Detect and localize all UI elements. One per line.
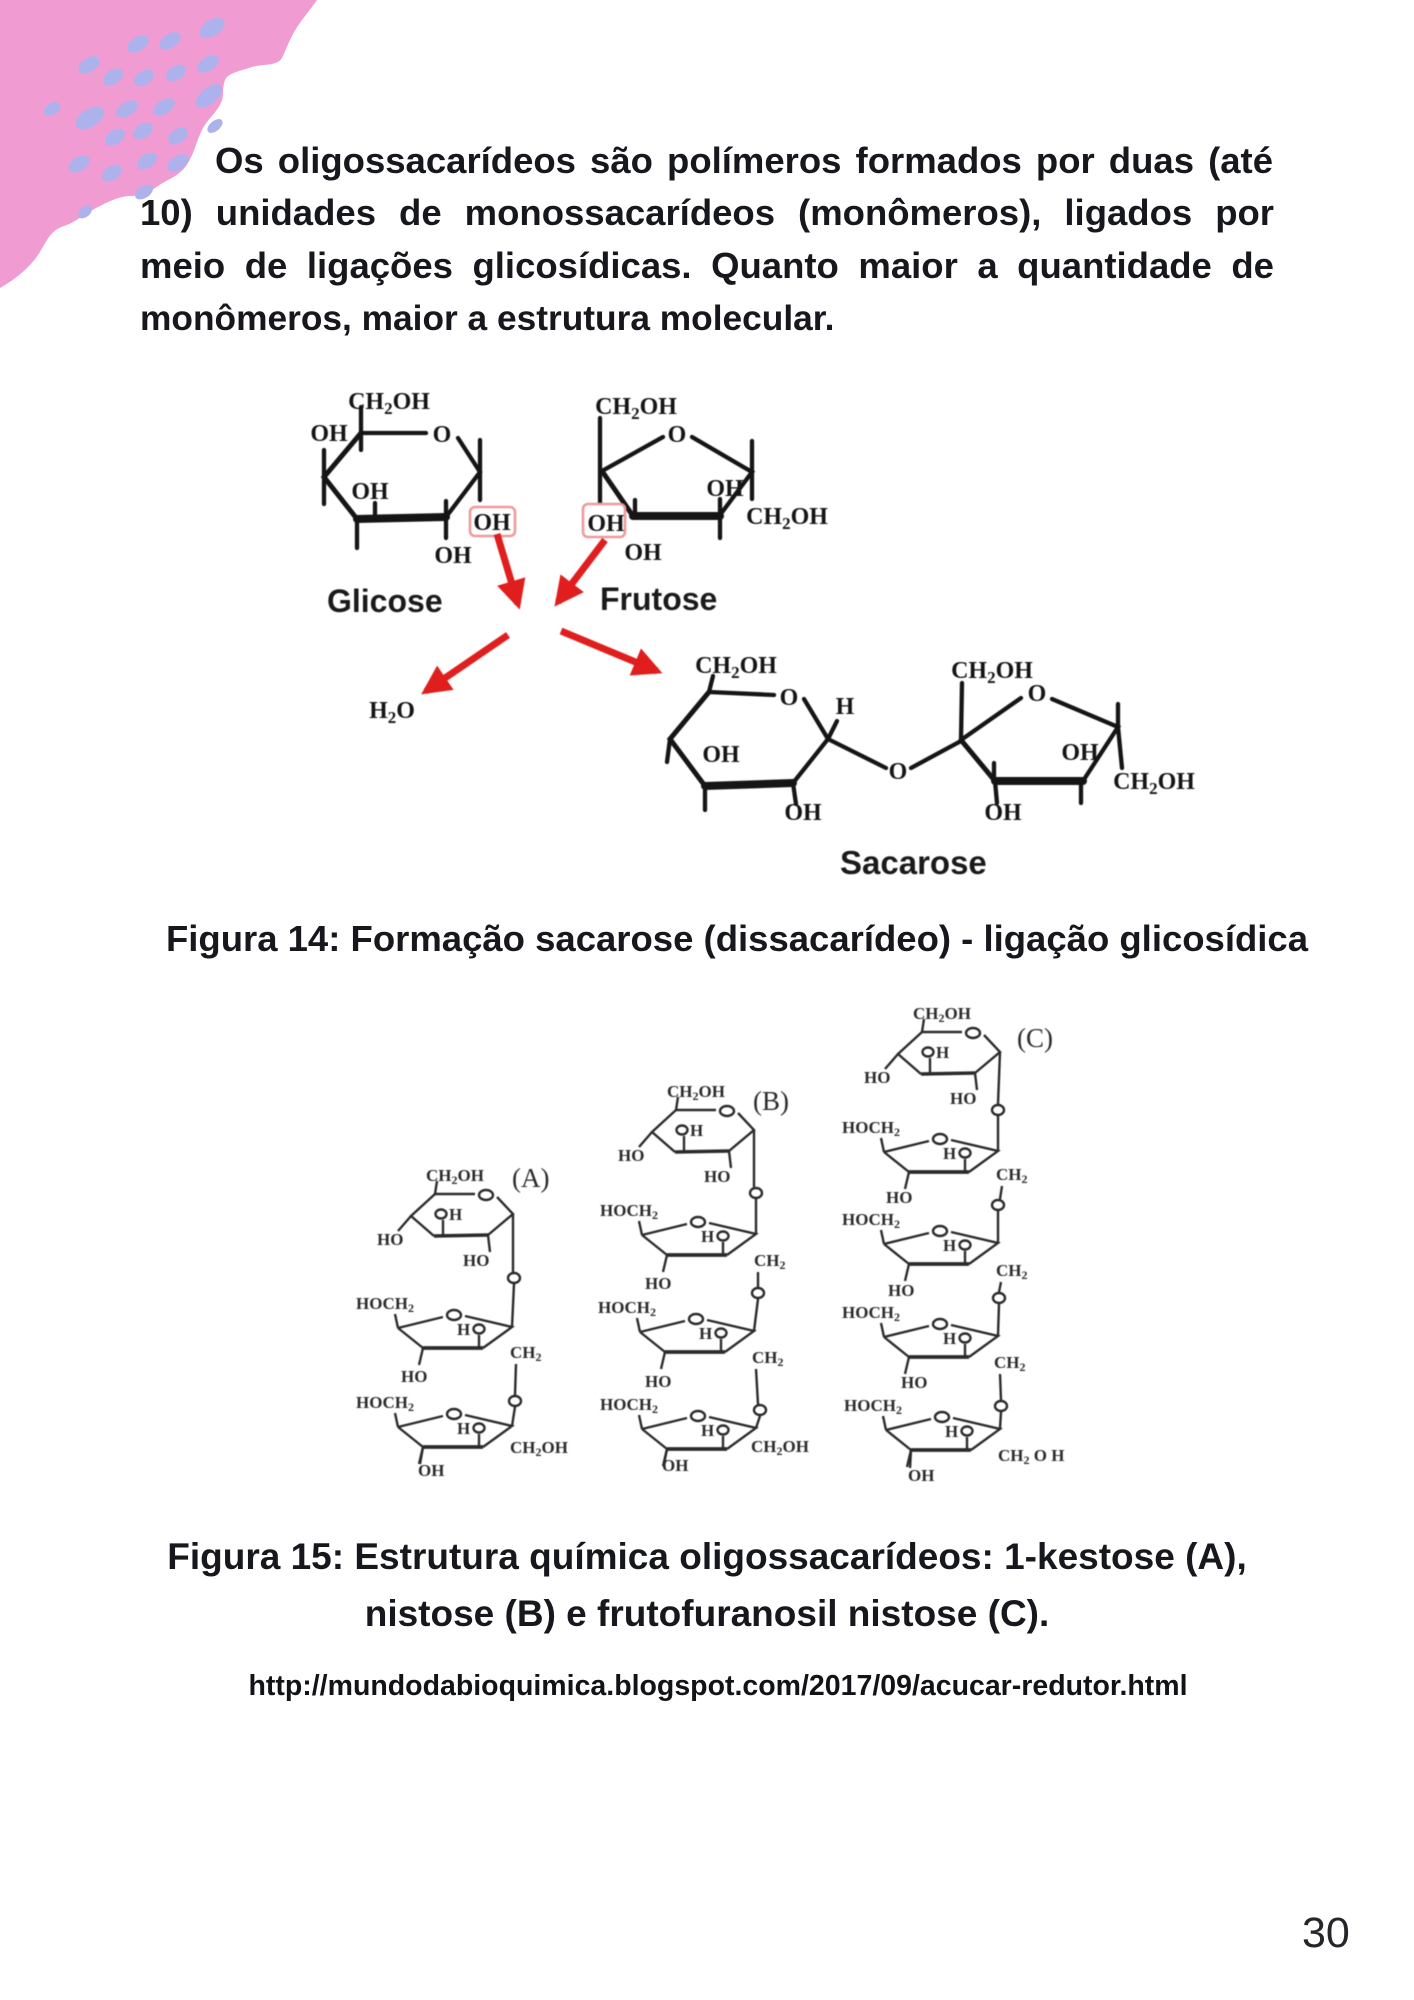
svg-text:CH2OH: CH2OH <box>695 653 777 682</box>
svg-text:(C): (C) <box>1017 1023 1053 1053</box>
svg-text:OH: OH <box>434 543 472 569</box>
svg-text:H2O: H2O <box>369 698 415 727</box>
svg-text:CH2OH: CH2OH <box>595 394 677 423</box>
svg-text:H: H <box>836 694 855 720</box>
svg-text:Frutose: Frutose <box>600 581 717 617</box>
svg-text:(B): (B) <box>753 1086 789 1116</box>
svg-text:OH: OH <box>984 800 1022 826</box>
svg-text:O: O <box>668 422 687 448</box>
svg-text:CH2OH: CH2OH <box>1113 769 1195 798</box>
svg-text:CH2 O H: CH2 O H <box>998 1446 1064 1467</box>
svg-text:O: O <box>889 759 908 785</box>
svg-text:OH: OH <box>473 510 511 536</box>
svg-text:O: O <box>433 422 452 448</box>
svg-text:OH: OH <box>587 511 625 537</box>
svg-text:Sacarose: Sacarose <box>840 844 987 881</box>
svg-text:CH2OH: CH2OH <box>746 504 828 533</box>
svg-text:O: O <box>780 685 799 711</box>
svg-text:CH2OH: CH2OH <box>348 389 430 418</box>
svg-text:OH: OH <box>702 742 740 768</box>
svg-text:OH: OH <box>1061 740 1099 766</box>
svg-text:(A): (A) <box>512 1163 549 1193</box>
svg-text:Glicose: Glicose <box>327 583 443 619</box>
svg-text:O: O <box>1028 681 1047 707</box>
svg-text:OH: OH <box>624 540 662 566</box>
svg-text:OH: OH <box>310 421 348 447</box>
svg-text:OH: OH <box>351 479 389 505</box>
svg-text:CH2OH: CH2OH <box>951 658 1033 687</box>
svg-text:OH: OH <box>706 476 744 502</box>
svg-text:OH: OH <box>784 800 822 826</box>
